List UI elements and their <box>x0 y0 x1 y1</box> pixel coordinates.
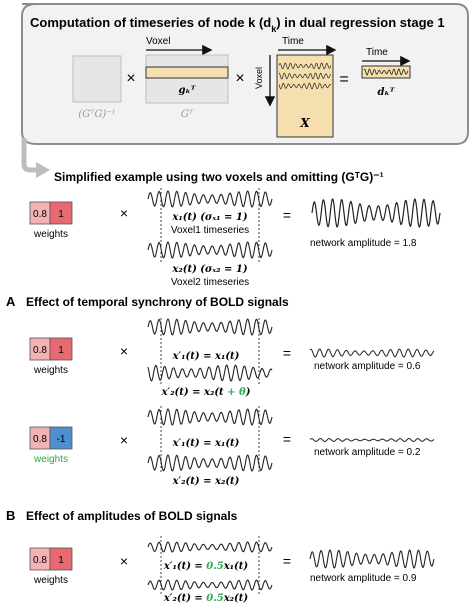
voxel-vertical-label: Voxel <box>254 67 264 89</box>
waveform-line <box>147 190 273 208</box>
svg-text:0.8: 0.8 <box>33 209 47 220</box>
waveform-line <box>147 454 273 472</box>
a2-x1-label: x′₁(t) = x₁(t) <box>172 438 240 449</box>
section-b-weights: 0.8 1 weights <box>29 547 73 586</box>
waveform-line <box>309 549 435 569</box>
simplified-x2-label: x₂(t) (σₓ₂ = 1) <box>171 264 247 275</box>
gtg-inverse-matrix <box>72 55 122 103</box>
section-a-case1-weights: 0.8 1 weights <box>29 337 73 376</box>
equals-symbol-b: = <box>283 553 291 569</box>
b-result: network amplitude = 0.9 <box>310 573 417 584</box>
top-panel-frame <box>21 3 469 145</box>
times-symbol-a2: × <box>120 432 128 448</box>
equals-symbol-a1: = <box>283 345 291 361</box>
waveform-line <box>309 437 435 443</box>
equals-symbol-top: = <box>339 71 348 88</box>
x-matrix-label: X <box>299 116 310 130</box>
waveform-line <box>311 197 441 229</box>
gt-matrix <box>145 54 229 104</box>
waveform-line <box>147 318 273 336</box>
waveform-line <box>278 62 332 70</box>
a2-x2-label: x′₂(t) = x₂(t) <box>172 476 240 487</box>
svg-text:1: 1 <box>58 209 64 220</box>
gtg-inverse-label: (GᵀG)⁻¹ <box>78 109 115 120</box>
time-axis-label-2: Time <box>366 47 388 58</box>
times-symbol-a1: × <box>120 343 128 359</box>
a2-result-wave <box>309 437 435 443</box>
connector-arrowhead <box>36 162 50 178</box>
a2-result: network amplitude = 0.2 <box>314 447 421 458</box>
a1-x2-wave <box>147 364 273 382</box>
times-symbol-2: × <box>235 70 244 87</box>
dkt-label: dₖᵀ <box>378 87 396 98</box>
time-axis-label: Time <box>282 36 304 47</box>
b-x2-wave <box>147 579 273 591</box>
svg-text:1: 1 <box>58 555 64 566</box>
simplified-weights: 0.8 1 weights <box>29 201 73 240</box>
section-b-letter: B <box>6 508 15 523</box>
svg-text:weights: weights <box>33 575 68 586</box>
svg-text:0.8: 0.8 <box>33 555 47 566</box>
waveform-line <box>278 72 332 80</box>
dkt-timeseries <box>363 68 409 76</box>
section-a-case2-weights: 0.8 -1 weights <box>29 426 73 465</box>
gt-label: Gᵀ <box>181 109 194 120</box>
times-symbol-1: × <box>126 70 135 87</box>
a1-x1-wave <box>147 318 273 384</box>
svg-text:0.8: 0.8 <box>33 434 47 445</box>
simplified-result: network amplitude = 1.8 <box>310 238 417 249</box>
simplified-title: Simplified example using two voxels and … <box>54 170 384 184</box>
equals-symbol-a2: = <box>283 431 291 447</box>
simplified-x2-caption: Voxel2 timeseries <box>171 277 249 288</box>
connector-arrow <box>21 138 40 173</box>
simplified-x1-caption: Voxel1 timeseries <box>171 225 249 236</box>
simplified-x2-wave <box>147 240 273 262</box>
a1-result: network amplitude = 0.6 <box>314 361 421 372</box>
waveform-line <box>147 241 273 259</box>
simplified-result-wave <box>311 197 441 229</box>
svg-text:-1: -1 <box>57 434 66 445</box>
a1-x2-label: x′₂(t) = x₂(t + θ) <box>161 387 251 398</box>
simplified-x1-wave <box>147 188 273 240</box>
svg-text:0.8: 0.8 <box>33 345 47 356</box>
waveform-line <box>147 579 273 591</box>
x-matrix-timeseries <box>278 62 332 90</box>
svg-text:weights: weights <box>33 365 68 376</box>
b-x2-label: x′₂(t) = 0.5x₂(t) <box>163 593 249 604</box>
waveform-line <box>278 82 332 90</box>
dkt-row <box>361 65 411 79</box>
b-result-wave <box>309 549 435 569</box>
times-symbol-simplified: × <box>120 205 128 221</box>
svg-text:1: 1 <box>58 345 64 356</box>
svg-text:weights: weights <box>33 454 68 465</box>
voxel-axis-label: Voxel <box>146 36 170 47</box>
times-symbol-b: × <box>120 553 128 569</box>
waveform-line <box>147 364 273 382</box>
waveform-line <box>363 68 409 76</box>
a1-result-wave <box>309 348 435 358</box>
section-a-letter: A <box>6 294 16 309</box>
top-panel-title: Computation of timeseries of node k (dk)… <box>30 15 445 34</box>
svg-text:weights: weights <box>33 229 68 240</box>
b-x1-label: x′₁(t) = 0.5x₁(t) <box>163 561 249 572</box>
equals-symbol-simplified: = <box>283 207 291 223</box>
section-a-title: Effect of temporal synchrony of BOLD sig… <box>26 295 289 309</box>
a2-x2-wave <box>147 454 273 472</box>
waveform-line <box>147 408 273 426</box>
section-b-title: Effect of amplitudes of BOLD signals <box>26 509 238 523</box>
gkt-row <box>145 66 229 79</box>
waveform-line <box>147 541 273 553</box>
waveform-line <box>309 348 435 358</box>
gkt-label: gₖᵀ <box>179 85 197 96</box>
a1-x1-label: x′₁(t) = x₁(t) <box>172 351 240 362</box>
simplified-x1-label: x₁(t) (σₓ₁ = 1) <box>171 212 247 223</box>
